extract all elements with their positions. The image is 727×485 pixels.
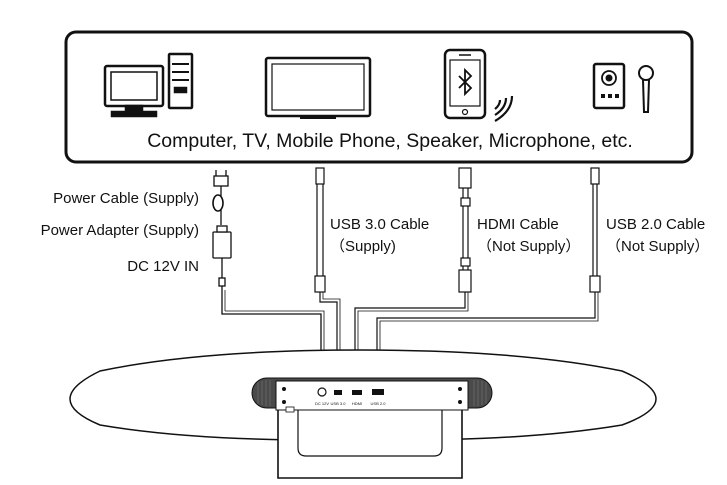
computer-icon <box>103 52 194 118</box>
power-cable <box>212 170 325 383</box>
usb2-supply-label: （Not Supply） <box>606 238 709 255</box>
grille-lines <box>257 380 487 406</box>
devices-panel: Computer, TV, Mobile Phone, Speaker, Mic… <box>64 30 694 164</box>
hdmi-port <box>352 390 362 395</box>
speaker-device: DC 12V USB 3.0 HDMI USB 2.0 <box>69 349 657 479</box>
port-label-usb3: USB 3.0 <box>331 401 347 406</box>
bluetooth-icon <box>458 67 473 97</box>
tv-icon <box>264 56 372 119</box>
power-cable-label: Power Cable (Supply) <box>53 190 199 207</box>
wireless-signal-icon <box>494 95 514 122</box>
microphone-icon <box>638 65 654 113</box>
hdmi-top-connector <box>458 167 472 189</box>
usb3-port <box>334 390 342 395</box>
power-adapter-label: Power Adapter (Supply) <box>41 222 199 239</box>
usb3-bottom-connector <box>314 275 326 293</box>
power-cord-coil <box>212 194 224 212</box>
port-label-dc: DC 12V <box>315 401 329 406</box>
usb2-top-connector <box>590 167 600 185</box>
hdmi-supply-label: （Not Supply） <box>477 238 580 255</box>
speaker-icon <box>592 62 626 110</box>
hdmi-bottom-connector <box>458 269 472 293</box>
mobile-phone-icon <box>443 48 487 120</box>
power-adapter-icon <box>212 231 232 259</box>
port-label-hdmi: HDMI <box>352 401 362 406</box>
usb3-cable <box>314 167 341 383</box>
power-plug-icon <box>213 175 229 187</box>
port-label-usb2: USB 2.0 <box>371 401 387 406</box>
dc-in-port <box>317 387 327 397</box>
hdmi-cable-label: HDMI Cable <box>477 216 559 233</box>
usb3-top-connector <box>315 167 325 185</box>
usb3-supply-label: （Supply) <box>330 238 396 255</box>
devices-panel-frame <box>64 30 694 164</box>
usb2-bottom-connector <box>589 275 601 293</box>
usb3-cable-label: USB 3.0 Cable <box>330 216 429 233</box>
dc-input-label: DC 12V IN <box>127 258 199 275</box>
usb2-port <box>372 389 384 395</box>
speaker-stand <box>277 408 463 479</box>
devices-caption: Computer, TV, Mobile Phone, Speaker, Mic… <box>147 130 633 152</box>
rear-port-panel <box>275 380 469 411</box>
hdmi-cable <box>354 167 472 383</box>
usb2-cable-label: USB 2.0 Cable <box>606 216 705 233</box>
